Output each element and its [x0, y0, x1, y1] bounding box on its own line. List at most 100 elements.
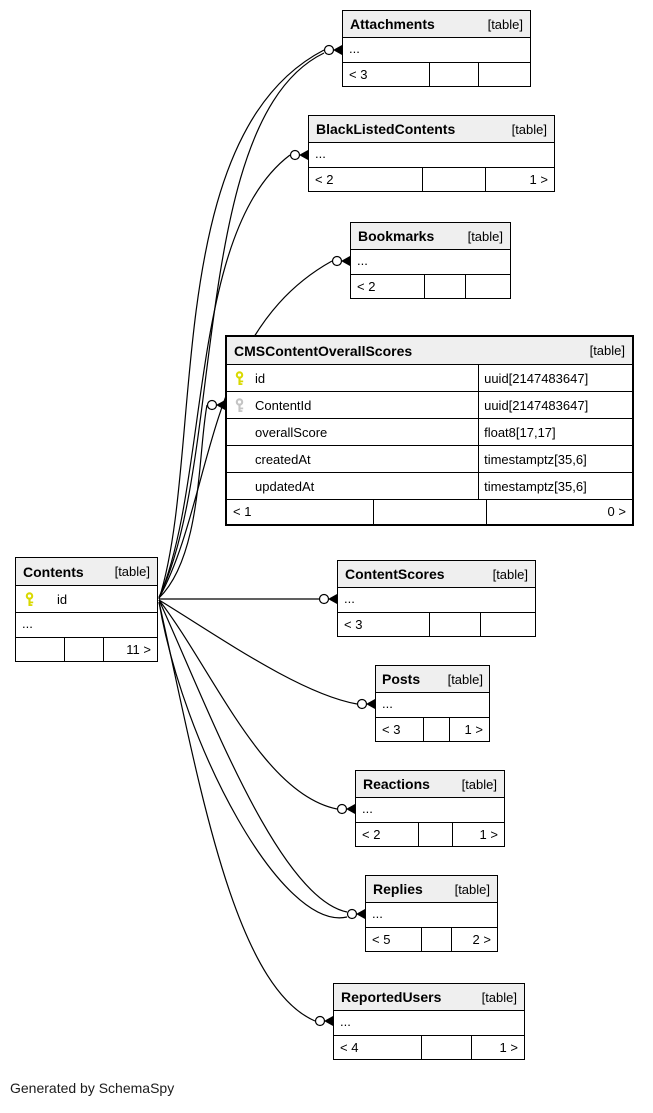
column-row-id: id uuid[2147483647] — [227, 365, 632, 392]
column-name: id — [255, 370, 266, 386]
columns-ellipsis: ... — [343, 38, 530, 63]
parents-count: < 2 — [357, 279, 376, 294]
children-count — [477, 63, 530, 86]
columns-ellipsis: ... — [366, 903, 497, 928]
table-reportedusers[interactable]: ReportedUsers [table] ... < 4 1 > — [333, 983, 525, 1060]
column-name-cell: createdAt — [227, 452, 478, 467]
stats-middle-cell — [428, 613, 480, 636]
edge-circle-icon — [318, 593, 330, 605]
edge-circle-icon — [314, 1015, 326, 1027]
columns-ellipsis: ... — [309, 143, 554, 168]
edge-circle-icon — [206, 399, 218, 411]
edge-circle-icon — [331, 255, 343, 267]
table-stats: < 3 1 > — [376, 718, 489, 741]
edge-arrow-icon — [341, 256, 350, 266]
column-name: overallScore — [255, 424, 328, 440]
table-header: Attachments [table] — [343, 11, 530, 38]
stats-middle-cell — [424, 275, 465, 298]
primary-key-icon — [25, 591, 34, 606]
table-blacklistedcontents[interactable]: BlackListedContents [table] ... < 2 1 > — [308, 115, 555, 192]
edge-arrow-icon — [346, 804, 355, 814]
primary-key-icon — [235, 370, 244, 385]
table-posts[interactable]: Posts [table] ... < 3 1 > — [375, 665, 490, 742]
table-name: ContentScores — [345, 566, 445, 582]
parents-count: < 1 — [233, 504, 252, 519]
table-tag: [table] — [481, 989, 517, 1005]
column-row-updatedat: updatedAt timestamptz[35,6] — [227, 473, 632, 500]
edge-arrow-icon — [356, 909, 365, 919]
parents-count: < 5 — [372, 932, 391, 947]
table-stats: < 3 — [338, 613, 535, 636]
column-name: id — [57, 591, 68, 607]
table-tag: [table] — [492, 566, 528, 582]
table-contents[interactable]: Contents [table] id ... 11 > — [15, 557, 158, 662]
table-stats: < 2 — [351, 275, 510, 298]
foreign-key-icon — [235, 397, 244, 412]
stats-middle-cell — [421, 1036, 470, 1059]
edge-arrow-icon — [328, 594, 337, 604]
edge-arrow-icon — [366, 699, 375, 709]
column-type: uuid[2147483647] — [478, 392, 632, 418]
column-name: ContentId — [255, 397, 312, 413]
children-count: 0 > — [486, 500, 632, 524]
table-header: ReportedUsers [table] — [334, 984, 524, 1011]
children-count: 1 > — [452, 823, 504, 846]
table-reactions[interactable]: Reactions [table] ... < 2 1 > — [355, 770, 505, 847]
table-header: Reactions [table] — [356, 771, 504, 798]
table-header: Bookmarks [table] — [351, 223, 510, 250]
table-tag: [table] — [114, 564, 150, 579]
stats-middle-cell — [372, 500, 486, 524]
table-header: Contents [table] — [16, 558, 157, 586]
table-attachments[interactable]: Attachments [table] ... < 3 — [342, 10, 531, 87]
stats-middle-cell — [429, 63, 478, 86]
table-stats: 11 > — [16, 638, 157, 661]
column-row-contentid: ContentId uuid[2147483647] — [227, 392, 632, 419]
children-count: 1 > — [449, 718, 489, 741]
table-cmscontentoverallscores[interactable]: CMSContentOverallScores [table] id uuid[… — [225, 335, 634, 526]
table-name: ReportedUsers — [341, 989, 442, 1005]
stats-middle-cell — [63, 638, 103, 661]
edge-contents-reactions — [158, 599, 338, 810]
stats-middle-cell — [423, 718, 449, 741]
table-tag: [table] — [511, 121, 547, 137]
table-stats: < 1 0 > — [227, 500, 632, 524]
children-count — [465, 275, 510, 298]
edge-contents-blacklistedcontents — [158, 154, 291, 599]
edge-circle-icon — [289, 149, 301, 161]
parents-count: < 2 — [315, 172, 334, 187]
column-row-overallscore: overallScore float8[17,17] — [227, 419, 632, 446]
table-tag: [table] — [487, 16, 523, 32]
edge-circle-icon — [336, 803, 348, 815]
column-name: createdAt — [255, 451, 311, 467]
column-name-cell: ContentId — [227, 398, 478, 413]
columns-ellipsis: ... — [16, 613, 157, 638]
column-row-createdat: createdAt timestamptz[35,6] — [227, 446, 632, 473]
table-stats: < 3 — [343, 63, 530, 86]
table-contentscores[interactable]: ContentScores [table] ... < 3 — [337, 560, 536, 637]
table-stats: < 2 1 > — [309, 168, 554, 191]
table-name: Replies — [373, 881, 423, 897]
children-count: 1 > — [470, 1036, 524, 1059]
edge-contents-cmscontentoverallscores — [158, 404, 208, 599]
table-header: Replies [table] — [366, 876, 497, 903]
children-count — [479, 613, 535, 636]
columns-ellipsis: ... — [376, 693, 489, 718]
edge-contents-reportedusers — [158, 601, 316, 1022]
table-bookmarks[interactable]: Bookmarks [table] ... < 2 — [350, 222, 511, 299]
edge-contents-replies-2 — [158, 601, 348, 919]
table-replies[interactable]: Replies [table] ... < 5 2 > — [365, 875, 498, 952]
column-name-cell: overallScore — [227, 425, 478, 440]
table-name: Attachments — [350, 16, 435, 32]
table-stats: < 5 2 > — [366, 928, 497, 951]
table-name: Posts — [382, 671, 421, 687]
edge-contents-replies-1 — [158, 599, 348, 913]
columns-ellipsis: ... — [338, 588, 535, 613]
edge-arrow-icon — [299, 150, 308, 160]
table-name: Reactions — [363, 776, 430, 792]
table-name: Bookmarks — [358, 228, 435, 244]
column-type: timestamptz[35,6] — [478, 473, 632, 499]
column-type: timestamptz[35,6] — [478, 446, 632, 472]
columns-ellipsis: ... — [356, 798, 504, 823]
